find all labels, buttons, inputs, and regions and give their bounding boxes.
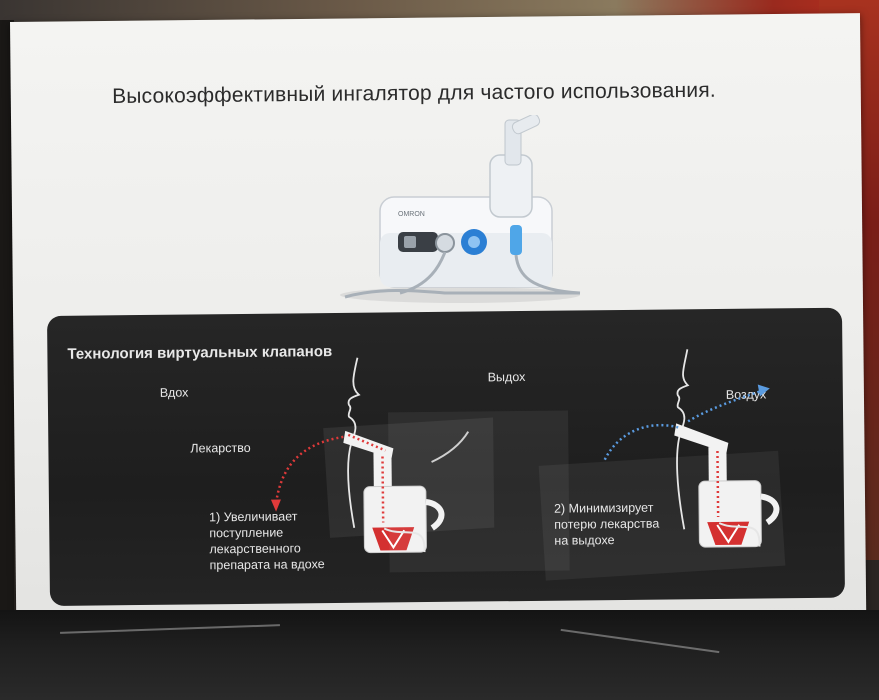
glare-1 <box>60 624 280 634</box>
background-left <box>0 20 14 640</box>
caption-2-line-2: потерю лекарства <box>554 516 660 532</box>
nebulizer-illustration: OMRON <box>340 113 581 303</box>
plastic-reflection <box>388 410 570 573</box>
caption-minimize: 2) Минимизирует потерю лекарства на выдо… <box>554 500 660 549</box>
caption-1-line-1: 1) Увеличивает <box>209 509 298 525</box>
inhale-label: Вдох <box>159 385 189 400</box>
exhale-label: Выдох <box>487 369 526 385</box>
caption-1-line-3: лекарственного <box>209 541 301 557</box>
device-brand-text: OMRON <box>398 211 425 218</box>
virtual-valve-panel: Технология виртуальных клапанов Вдох Выд… <box>47 307 845 606</box>
exhale-diagram <box>538 349 786 581</box>
caption-2-line-1: 2) Минимизирует <box>553 500 654 516</box>
medicine-label: Лекарство <box>190 440 251 456</box>
box-bottom-edge <box>0 610 879 700</box>
nebulizer-device-image: OMRON <box>340 113 590 310</box>
caption-1-line-2: поступление <box>209 525 284 541</box>
caption-2-line-3: на выдохе <box>554 533 615 548</box>
caption-1-line-4: препарата на вдохе <box>209 557 325 573</box>
inhale-diagram <box>270 357 495 554</box>
glare-2 <box>560 628 720 654</box>
caption-increase: 1) Увеличивает поступление лекарственног… <box>209 508 325 573</box>
